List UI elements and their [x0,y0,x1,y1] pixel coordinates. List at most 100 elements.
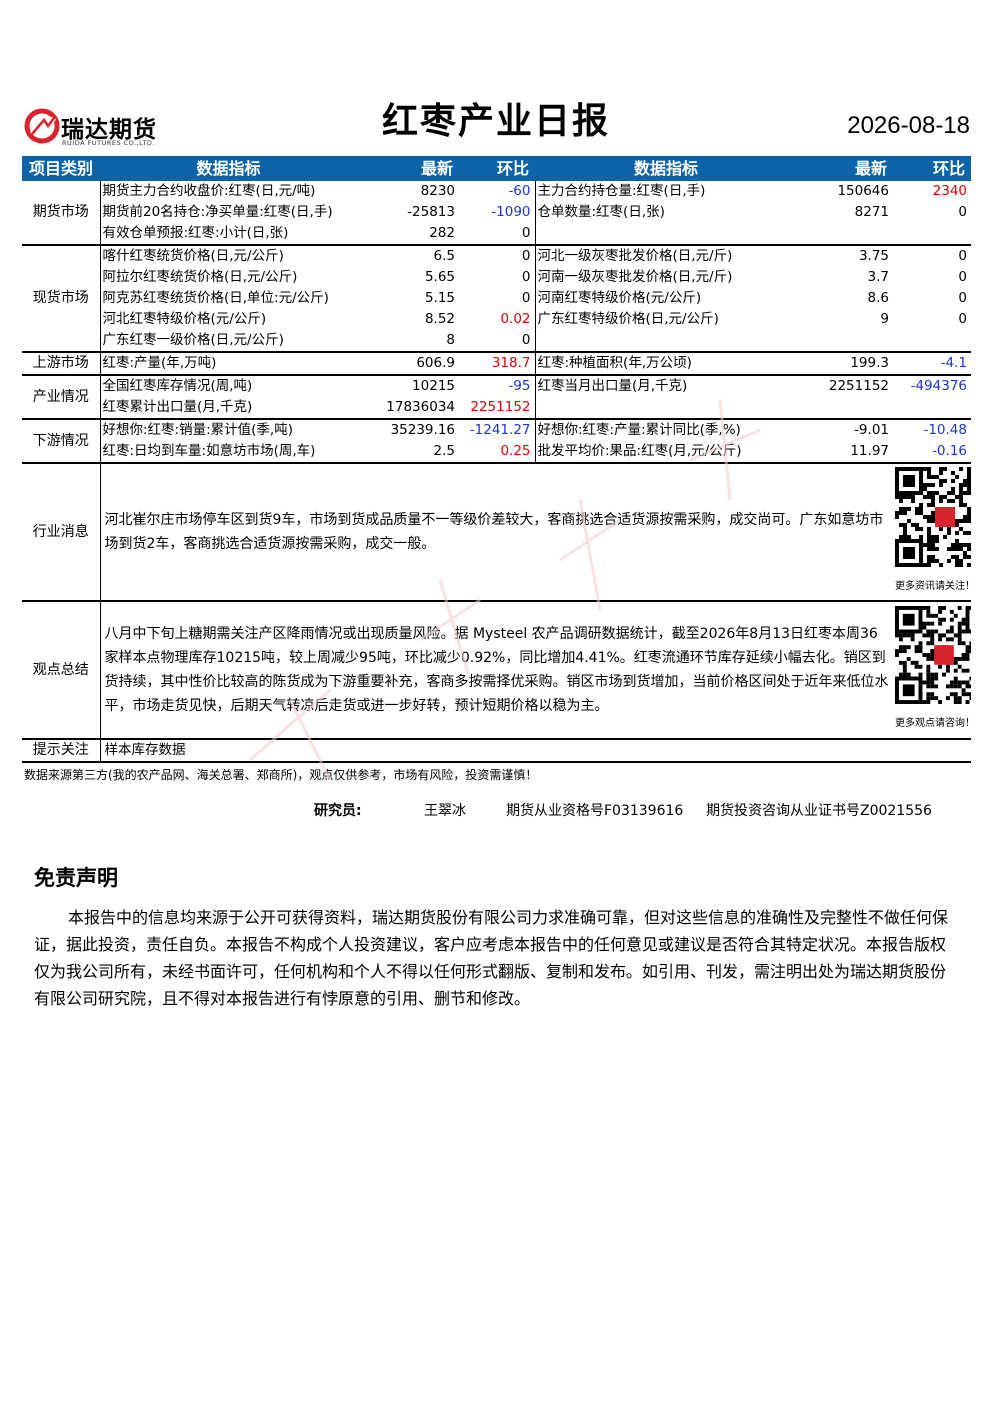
viewpoint-text: 八月中下旬上糖期需关注产区降雨情况或出现质量风险。据 Mysteel 农产品调研… [100,601,893,740]
change-value: 0 [958,204,967,220]
change-value: 318.7 [459,352,536,376]
indicator-name [535,223,797,246]
indicator-name: 红枣:种植面积(年,万公顷) [535,352,797,376]
researcher-label: 研究员: [314,803,362,819]
latest-value: 282 [357,223,459,246]
latest-value: 3.7 [867,269,889,285]
latest-value: -9.01 [854,422,889,438]
change-value: -60 [459,181,536,202]
latest-value: 35239.16 [390,422,455,438]
indicator-name: 期货主力合约收盘价:红枣(日,元/吨) [102,183,316,199]
report-date: 2026-08-18 [847,112,970,139]
column-header: 项目类别 [22,156,100,181]
indicator-name: 广东红枣一级价格(日,元/公斤) [100,330,357,353]
company-logo: 瑞达期货 RUIDA FUTURES CO.,LTD. [24,108,174,152]
column-header: 数据指标 [535,156,797,181]
category-cell: 期货市场 [22,181,101,246]
latest-value: 2251152 [828,378,889,394]
change-value: 0.25 [459,441,536,464]
latest-value: 9 [880,311,889,327]
latest-value: 5.65 [424,269,455,285]
data-table: 项目类别数据指标最新环比数据指标最新环比 期货市场期货主力合约收盘价:红枣(日,… [22,156,971,763]
column-header: 环比 [459,156,535,181]
change-value: 0 [459,288,536,309]
data-source-note: 数据来源第三方(我的农产品网、海关总署、郑商所)，观点仅供参考，市场有风险，投资… [24,768,538,782]
latest-value: 10215 [412,378,455,394]
indicator-name: 喀什红枣统货价格(日,元/公斤) [102,248,284,264]
latest-value: 199.3 [797,352,893,376]
change-value: 0 [958,311,967,327]
latest-value: -25813 [407,204,455,220]
change-value: -10.48 [923,422,967,438]
industry-news-qr: 更多资讯请关注！ [893,463,971,602]
indicator-name: 河北一级灰枣批发价格(日,元/斤) [537,248,733,264]
latest-value: 2.5 [357,441,459,464]
logo-text: 瑞达期货 [61,117,157,143]
change-value [893,397,971,420]
change-value: 0 [958,269,967,285]
change-value: -0.16 [893,441,971,464]
change-value: -4.1 [893,352,971,376]
industry-news-label: 行业消息 [22,463,101,602]
indicator-name: 主力合约持仓量:红枣(日,手) [537,183,706,199]
tips-text: 样本库存数据 [100,739,971,763]
change-value: 0 [459,245,536,267]
change-value: 0 [459,223,536,246]
viewpoint-row: 观点总结八月中下旬上糖期需关注产区降雨情况或出现质量风险。据 Mysteel 农… [22,601,971,740]
industry-news-text: 河北崔尔庄市场停车区到货9车，市场到货成品质量不一等级价差较大，客商挑选合适货源… [100,463,893,602]
indicator-name: 阿克苏红枣统货价格(日,单位:元/公斤) [102,290,329,306]
qr-caption: 更多观点请咨询！ [895,718,971,729]
indicator-name: 批发平均价:果品:红枣(月,元/公斤) [535,441,797,464]
indicator-name: 期货前20名持仓:净买单量:红枣(日,手) [102,204,333,220]
logo-mark-icon [24,108,60,144]
change-value: -1090 [459,202,536,223]
disclaimer-title: 免责声明 [34,866,118,890]
indicator-name: 全国红枣库存情况(周,吨) [102,378,253,394]
column-header: 最新 [797,156,893,181]
indicator-name: 好想你:红枣:销量:累计值(季,吨) [102,422,293,438]
change-value: 0 [958,290,967,306]
tips-row: 提示关注样本库存数据 [22,739,971,763]
latest-value: 8230 [420,183,455,199]
indicator-name [535,397,797,420]
latest-value: 11.97 [797,441,893,464]
change-value: 0.02 [459,309,536,330]
change-value: 2340 [932,183,967,199]
latest-value: 3.75 [858,248,889,264]
viewpoint-qr: 更多观点请咨询！ [893,601,971,740]
latest-value [797,330,893,353]
change-value: 0 [459,267,536,288]
latest-value: 8.6 [867,290,889,306]
indicator-name: 红枣:产量(年,万吨) [100,352,357,376]
indicator-name: 有效仓单预报:红枣:小计(日,张) [100,223,357,246]
latest-value: 8271 [854,204,889,220]
researcher-name: 王翠冰 [424,803,466,819]
latest-value: 5.15 [424,290,455,306]
change-value [893,223,971,246]
qr-caption: 更多资讯请关注！ [895,581,971,592]
qr-code-icon [895,467,971,567]
change-value: -1241.27 [459,419,536,441]
report-title: 红枣产业日报 [381,101,610,142]
column-header: 数据指标 [100,156,357,181]
change-value: 0 [459,330,536,353]
change-value: 0 [958,248,967,264]
latest-value: 8.52 [424,311,455,327]
indicator-name: 河南一级灰枣批发价格(日,元/斤) [537,269,733,285]
indicator-name [535,330,797,353]
indicator-name: 红枣当月出口量(月,千克) [537,378,688,394]
latest-value [797,223,893,246]
industry-news-row: 行业消息河北崔尔庄市场停车区到货9车，市场到货成品质量不一等级价差较大，客商挑选… [22,463,971,602]
latest-value: 8 [357,330,459,353]
